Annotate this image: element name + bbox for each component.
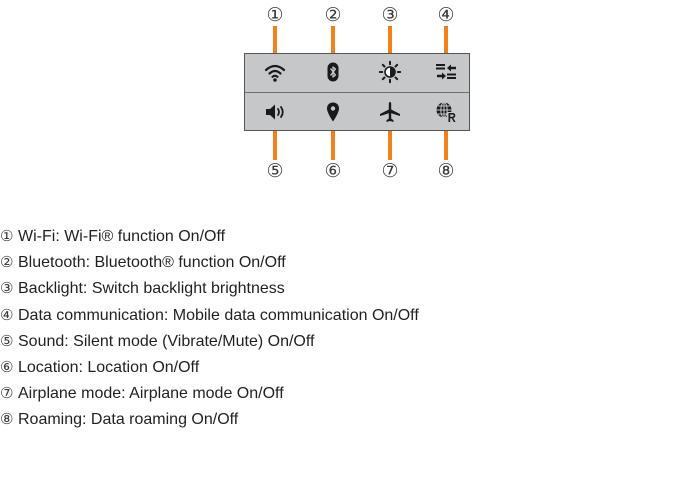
bluetooth-icon[interactable]	[321, 60, 345, 84]
leader-line-4	[444, 26, 448, 70]
leader-line-6	[331, 114, 335, 160]
wifi-icon[interactable]	[263, 60, 287, 84]
legend-number: ⑧	[0, 410, 14, 429]
callout-5: ⑤	[266, 160, 284, 182]
roaming-icon[interactable]	[434, 100, 458, 124]
callout-6: ⑥	[324, 160, 342, 182]
callout-2: ②	[324, 4, 342, 26]
leader-line-3	[388, 26, 392, 70]
legend-text: Airplane mode: Airplane mode On/Off	[18, 385, 284, 403]
legend-text: Wi-Fi: Wi-Fi® function On/Off	[18, 228, 226, 245]
legend-text: Backlight: Switch backlight brightness	[18, 280, 285, 298]
legend-text: Bluetooth: Bluetooth® function On/Off	[18, 254, 286, 272]
leader-line-1	[273, 26, 277, 70]
legend-text: Roaming: Data roaming On/Off	[18, 411, 239, 429]
leader-line-7	[388, 114, 392, 160]
legend-number: ⑤	[0, 331, 14, 350]
quick-settings-panel	[244, 53, 470, 131]
leader-line-5	[273, 114, 277, 160]
data-communication-icon[interactable]	[434, 60, 458, 84]
legend-text: Data communication: Mobile data communic…	[18, 306, 419, 324]
legend-text: Sound: Silent mode (Vibrate/Mute) On/Off	[18, 332, 315, 350]
legend-number: ①	[0, 227, 14, 245]
legend-number: ④	[0, 305, 14, 324]
legend-text: Location: Location On/Off	[18, 358, 200, 376]
legend-number: ⑦	[0, 384, 14, 403]
location-icon[interactable]	[321, 100, 345, 124]
sound-icon[interactable]	[263, 100, 287, 124]
callout-8: ⑧	[437, 160, 455, 182]
legend-number: ③	[0, 279, 14, 298]
callout-1: ①	[266, 4, 284, 26]
leader-line-2	[331, 26, 335, 70]
legend-number: ②	[0, 253, 14, 272]
backlight-icon[interactable]	[378, 60, 402, 84]
panel-divider	[245, 92, 469, 93]
airplane-icon[interactable]	[378, 100, 402, 124]
leader-line-8	[444, 114, 448, 160]
callout-3: ③	[381, 4, 399, 26]
legend-number: ⑥	[0, 357, 14, 376]
callout-4: ④	[437, 4, 455, 26]
callout-7: ⑦	[381, 160, 399, 182]
